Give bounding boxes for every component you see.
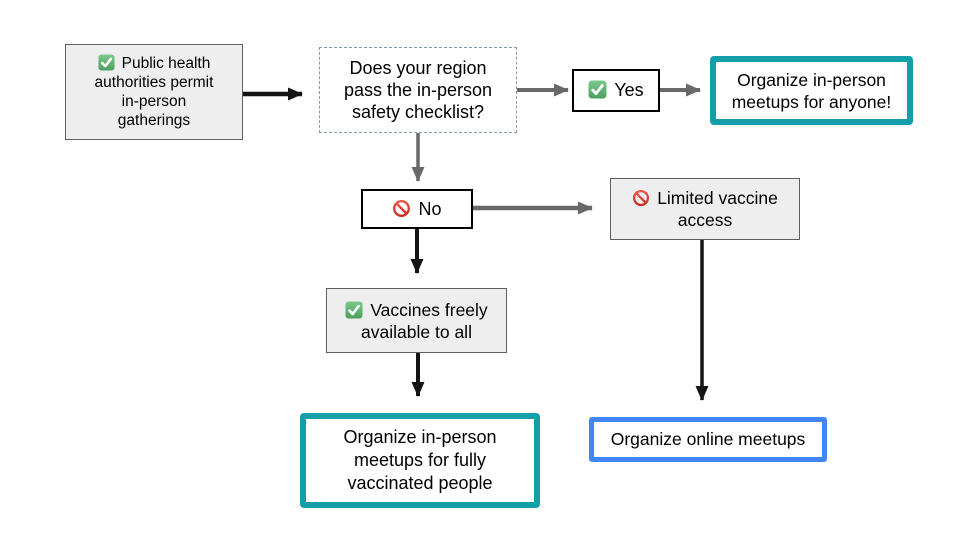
check-icon [98, 54, 115, 71]
node-label: Public health authorities permit in-pers… [94, 55, 214, 129]
node-label: Yes [614, 80, 644, 100]
check-icon [345, 301, 363, 319]
node-no: No [361, 189, 473, 229]
node-label: Does your region pass the in-person safe… [343, 58, 493, 122]
node-label: Vaccines freely available to all [361, 299, 488, 342]
node-organize-meetups-vaccinated: Organize in-person meetups for fully vac… [300, 413, 540, 508]
node-label: Organize in-person meetups for anyone! [731, 69, 892, 112]
node-public-health-permit: Public health authorities permit in-pers… [65, 44, 243, 140]
check-icon [588, 80, 607, 99]
node-limited-vaccine-access: Limited vaccine access [610, 178, 800, 240]
node-yes: Yes [572, 69, 660, 112]
node-vaccines-freely-available: Vaccines freely available to all [326, 288, 507, 353]
prohibited-icon [632, 189, 650, 207]
node-organize-online-meetups: Organize online meetups [589, 417, 827, 462]
node-label: Organize online meetups [610, 429, 806, 449]
node-label: No [418, 198, 442, 219]
prohibited-icon [392, 199, 411, 218]
node-label: Limited vaccine access [657, 188, 778, 230]
node-safety-checklist-question: Does your region pass the in-person safe… [319, 47, 517, 133]
node-label: Organize in-person meetups for fully vac… [343, 427, 497, 493]
node-organize-meetups-anyone: Organize in-person meetups for anyone! [710, 56, 913, 125]
